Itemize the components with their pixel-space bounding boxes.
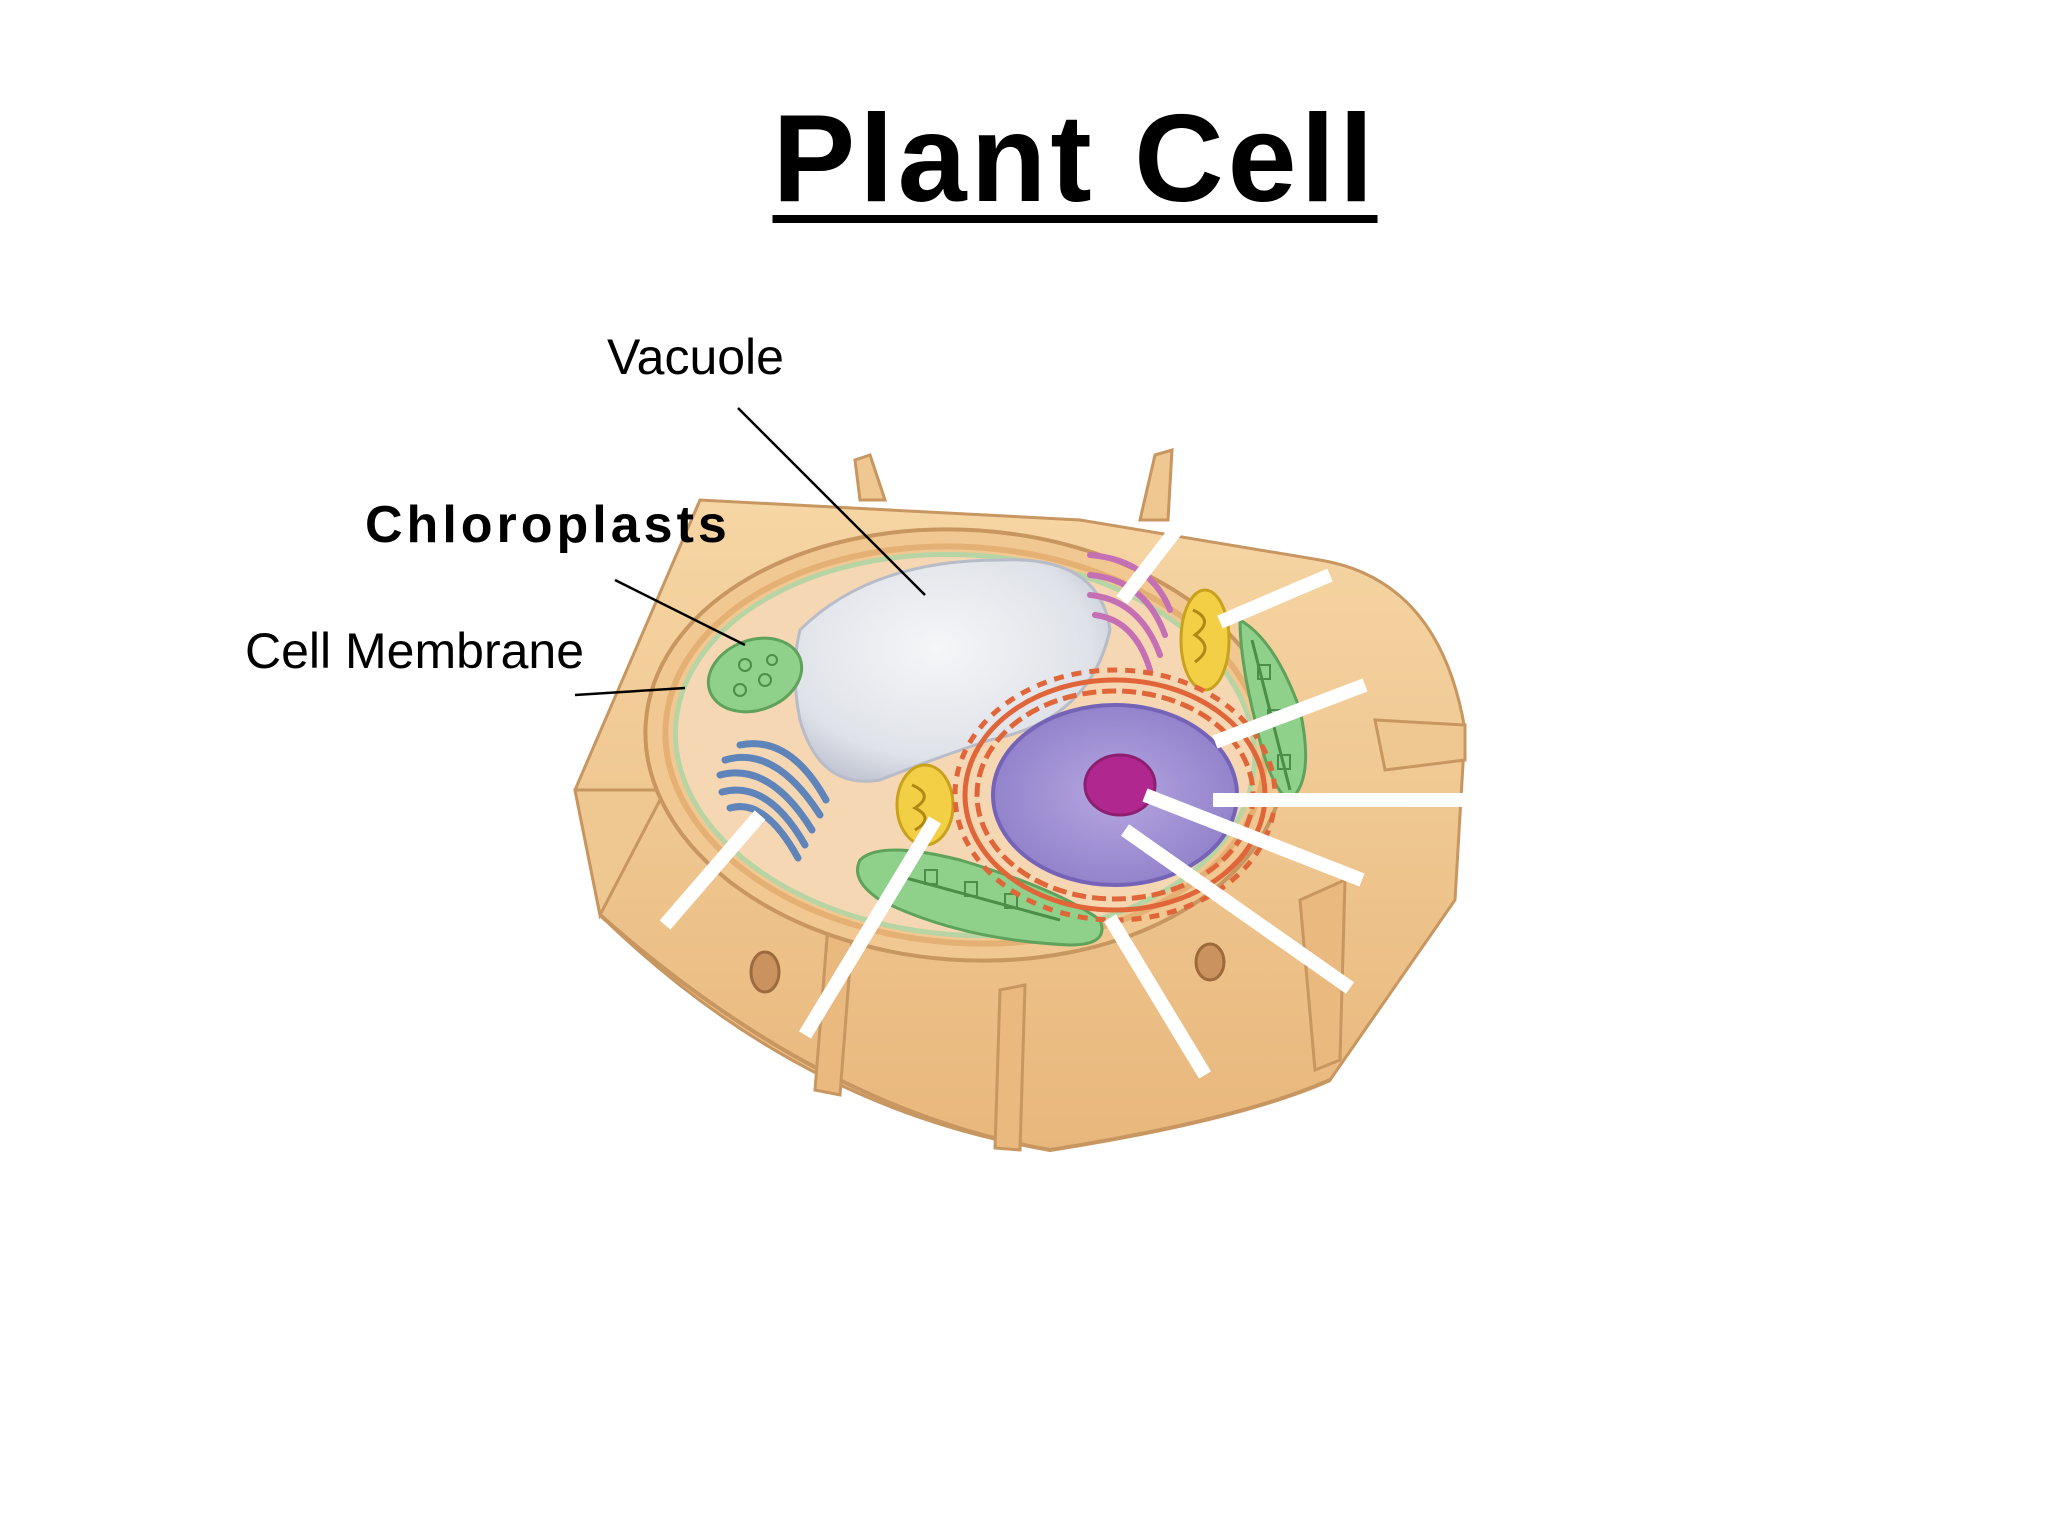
nucleus	[991, 703, 1239, 887]
label-vacuole: Vacuole	[607, 329, 784, 385]
label-chloroplasts: Chloroplasts	[365, 496, 731, 554]
pointer-nucleolus	[1142, 788, 1365, 887]
pointer-mitochondrion-2	[799, 816, 941, 1039]
pointer-rough-er	[1120, 824, 1355, 994]
page-title: Plant Cell	[772, 90, 1378, 228]
blank-label-pointers	[659, 520, 1470, 1079]
pointer-mitochondrion	[1217, 568, 1333, 629]
chloroplast-left	[706, 636, 804, 714]
pointer-golgi	[659, 810, 766, 930]
pointer-cytoplasm	[1104, 914, 1211, 1079]
pointer-chloroplast	[1212, 678, 1368, 749]
leader-lines	[574, 407, 926, 697]
label-cell-membrane: Cell Membrane	[245, 623, 585, 679]
nucleolus	[1083, 753, 1157, 817]
pointer-smooth-er	[1116, 520, 1186, 605]
golgi-apparatus	[716, 740, 830, 862]
mitochondrion-top-right	[1179, 588, 1231, 692]
